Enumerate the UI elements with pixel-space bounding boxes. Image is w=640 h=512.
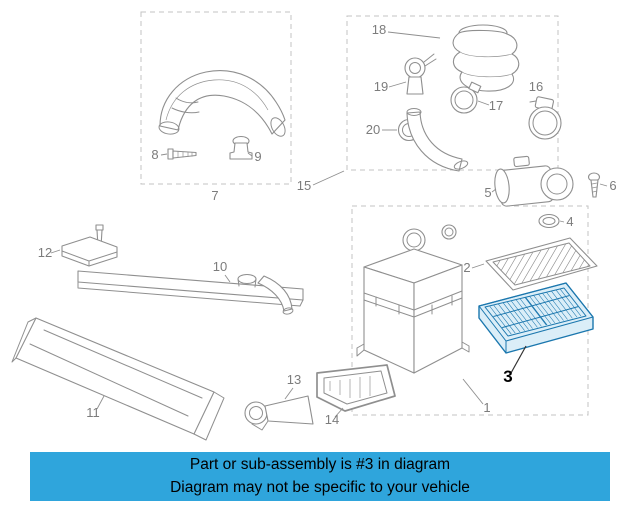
part-7-intake-duct	[158, 70, 286, 137]
part-label-9: 9	[254, 149, 261, 164]
part-16-clamp	[528, 96, 562, 140]
part-14-air-scoop	[316, 364, 396, 412]
part-label-20: 20	[366, 122, 380, 137]
part-label-10: 10	[213, 259, 227, 274]
part-label-3-highlighted: 3	[503, 367, 512, 386]
part-2-filter-element	[485, 237, 598, 291]
group-box-duct-7	[140, 11, 292, 185]
part-3-filter-element-highlighted	[478, 282, 594, 354]
part-label-13: 13	[287, 372, 301, 387]
part-4-seal	[538, 213, 560, 229]
part-label-15: 15	[297, 178, 311, 193]
part-15-elbow-hose	[406, 108, 469, 172]
part-5-air-mass-sensor	[494, 155, 574, 207]
part-label-8: 8	[151, 147, 158, 162]
part-12-bracket	[61, 224, 118, 267]
part-label-11: 11	[86, 405, 100, 420]
part-6-screw	[587, 172, 601, 198]
part-9-buffer	[229, 135, 253, 160]
part-13-duct	[244, 395, 314, 431]
highlight-banner: Part or sub-assembly is #3 in diagram Di…	[30, 452, 610, 501]
banner-line2: Diagram may not be specific to your vehi…	[170, 478, 470, 496]
leader-lines	[50, 31, 608, 418]
part-label-5: 5	[484, 185, 491, 200]
part-8-screw	[167, 148, 197, 160]
part-19-valve	[404, 53, 437, 95]
part-label-12: 12	[38, 245, 52, 260]
group-box-air-cleaner-1	[351, 205, 589, 416]
part-label-14: 14	[325, 412, 339, 427]
part-label-1: 1	[483, 400, 490, 415]
part-label-7: 7	[211, 188, 218, 203]
part-label-6: 6	[609, 178, 616, 193]
part-label-18: 18	[372, 22, 386, 37]
part-label-2: 2	[463, 260, 470, 275]
part-10-cover-panel	[77, 270, 304, 315]
part-label-16: 16	[529, 79, 543, 94]
part-1-air-cleaner-housing	[356, 224, 470, 374]
part-17-clamp	[450, 81, 482, 114]
part-11-lower-duct	[11, 317, 225, 441]
part-label-4: 4	[566, 214, 573, 229]
part-18-intake-boot	[452, 24, 520, 92]
banner-line1: Part or sub-assembly is #3 in diagram	[189, 456, 451, 474]
part-label-17: 17	[489, 98, 503, 113]
part-label-19: 19	[374, 79, 388, 94]
